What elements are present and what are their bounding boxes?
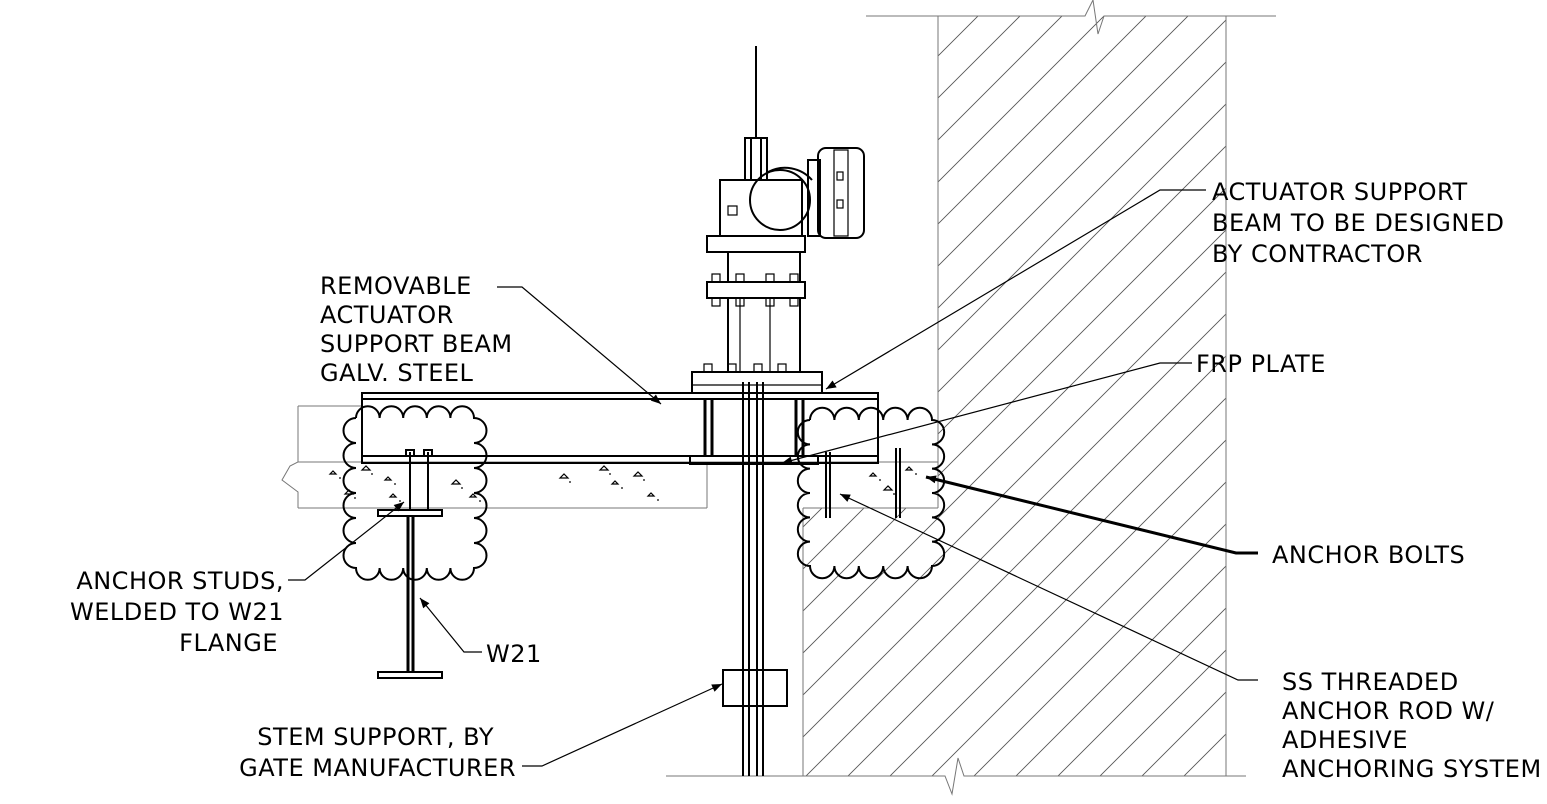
actuator-assembly bbox=[691, 46, 865, 394]
frp-plate bbox=[689, 455, 819, 465]
svg-text:W21: W21 bbox=[486, 640, 542, 668]
bottom-break-line bbox=[666, 757, 1246, 796]
top-break-line bbox=[866, 0, 1276, 35]
anchor-rods bbox=[825, 448, 901, 518]
label-anchor-studs: ANCHOR STUDS, WELDED TO W21 FLANGE bbox=[70, 567, 284, 657]
label-removable-beam: REMOVABLE ACTUATOR SUPPORT BEAM GALV. ST… bbox=[320, 272, 513, 387]
label-w21: W21 bbox=[486, 640, 542, 668]
svg-text:BY CONTRACTOR: BY CONTRACTOR bbox=[1212, 240, 1423, 268]
svg-text:WELDED TO W21: WELDED TO W21 bbox=[70, 598, 284, 626]
svg-text:REMOVABLE: REMOVABLE bbox=[320, 272, 472, 300]
svg-text:ANCHOR ROD W/: ANCHOR ROD W/ bbox=[1282, 697, 1495, 725]
label-actuator-support: ACTUATOR SUPPORT BEAM TO BE DESIGNED BY … bbox=[1212, 178, 1504, 268]
svg-text:BEAM TO BE DESIGNED: BEAM TO BE DESIGNED bbox=[1212, 209, 1504, 237]
svg-text:ACTUATOR: ACTUATOR bbox=[320, 301, 454, 329]
label-ss-rod: SS THREADED ANCHOR ROD W/ ADHESIVE ANCHO… bbox=[1282, 668, 1542, 783]
svg-text:ACTUATOR SUPPORT: ACTUATOR SUPPORT bbox=[1212, 178, 1468, 206]
label-anchor-bolts: ANCHOR BOLTS bbox=[1272, 541, 1465, 569]
label-stem-support: STEM SUPPORT, BY GATE MANUFACTURER bbox=[239, 723, 516, 782]
gate-stem bbox=[742, 382, 764, 776]
svg-text:ADHESIVE: ADHESIVE bbox=[1282, 726, 1408, 754]
revision-clouds bbox=[342, 405, 946, 581]
svg-text:SS THREADED: SS THREADED bbox=[1282, 668, 1459, 696]
svg-text:SUPPORT BEAM: SUPPORT BEAM bbox=[320, 330, 513, 358]
label-frp-plate: FRP PLATE bbox=[1196, 350, 1326, 378]
svg-text:GATE MANUFACTURER: GATE MANUFACTURER bbox=[239, 754, 516, 782]
w21-beam bbox=[377, 449, 443, 679]
svg-text:ANCHOR STUDS,: ANCHOR STUDS, bbox=[76, 567, 284, 595]
svg-text:FRP PLATE: FRP PLATE bbox=[1196, 350, 1326, 378]
removable-support-beam bbox=[361, 392, 879, 464]
svg-text:FLANGE: FLANGE bbox=[179, 629, 278, 657]
svg-text:STEM SUPPORT, BY: STEM SUPPORT, BY bbox=[257, 723, 494, 751]
stem-support bbox=[722, 669, 788, 707]
svg-text:GALV. STEEL: GALV. STEEL bbox=[320, 359, 474, 387]
leader-lines bbox=[288, 189, 1258, 767]
svg-text:ANCHOR BOLTS: ANCHOR BOLTS bbox=[1272, 541, 1465, 569]
svg-text:ANCHORING SYSTEM: ANCHORING SYSTEM bbox=[1282, 755, 1542, 783]
